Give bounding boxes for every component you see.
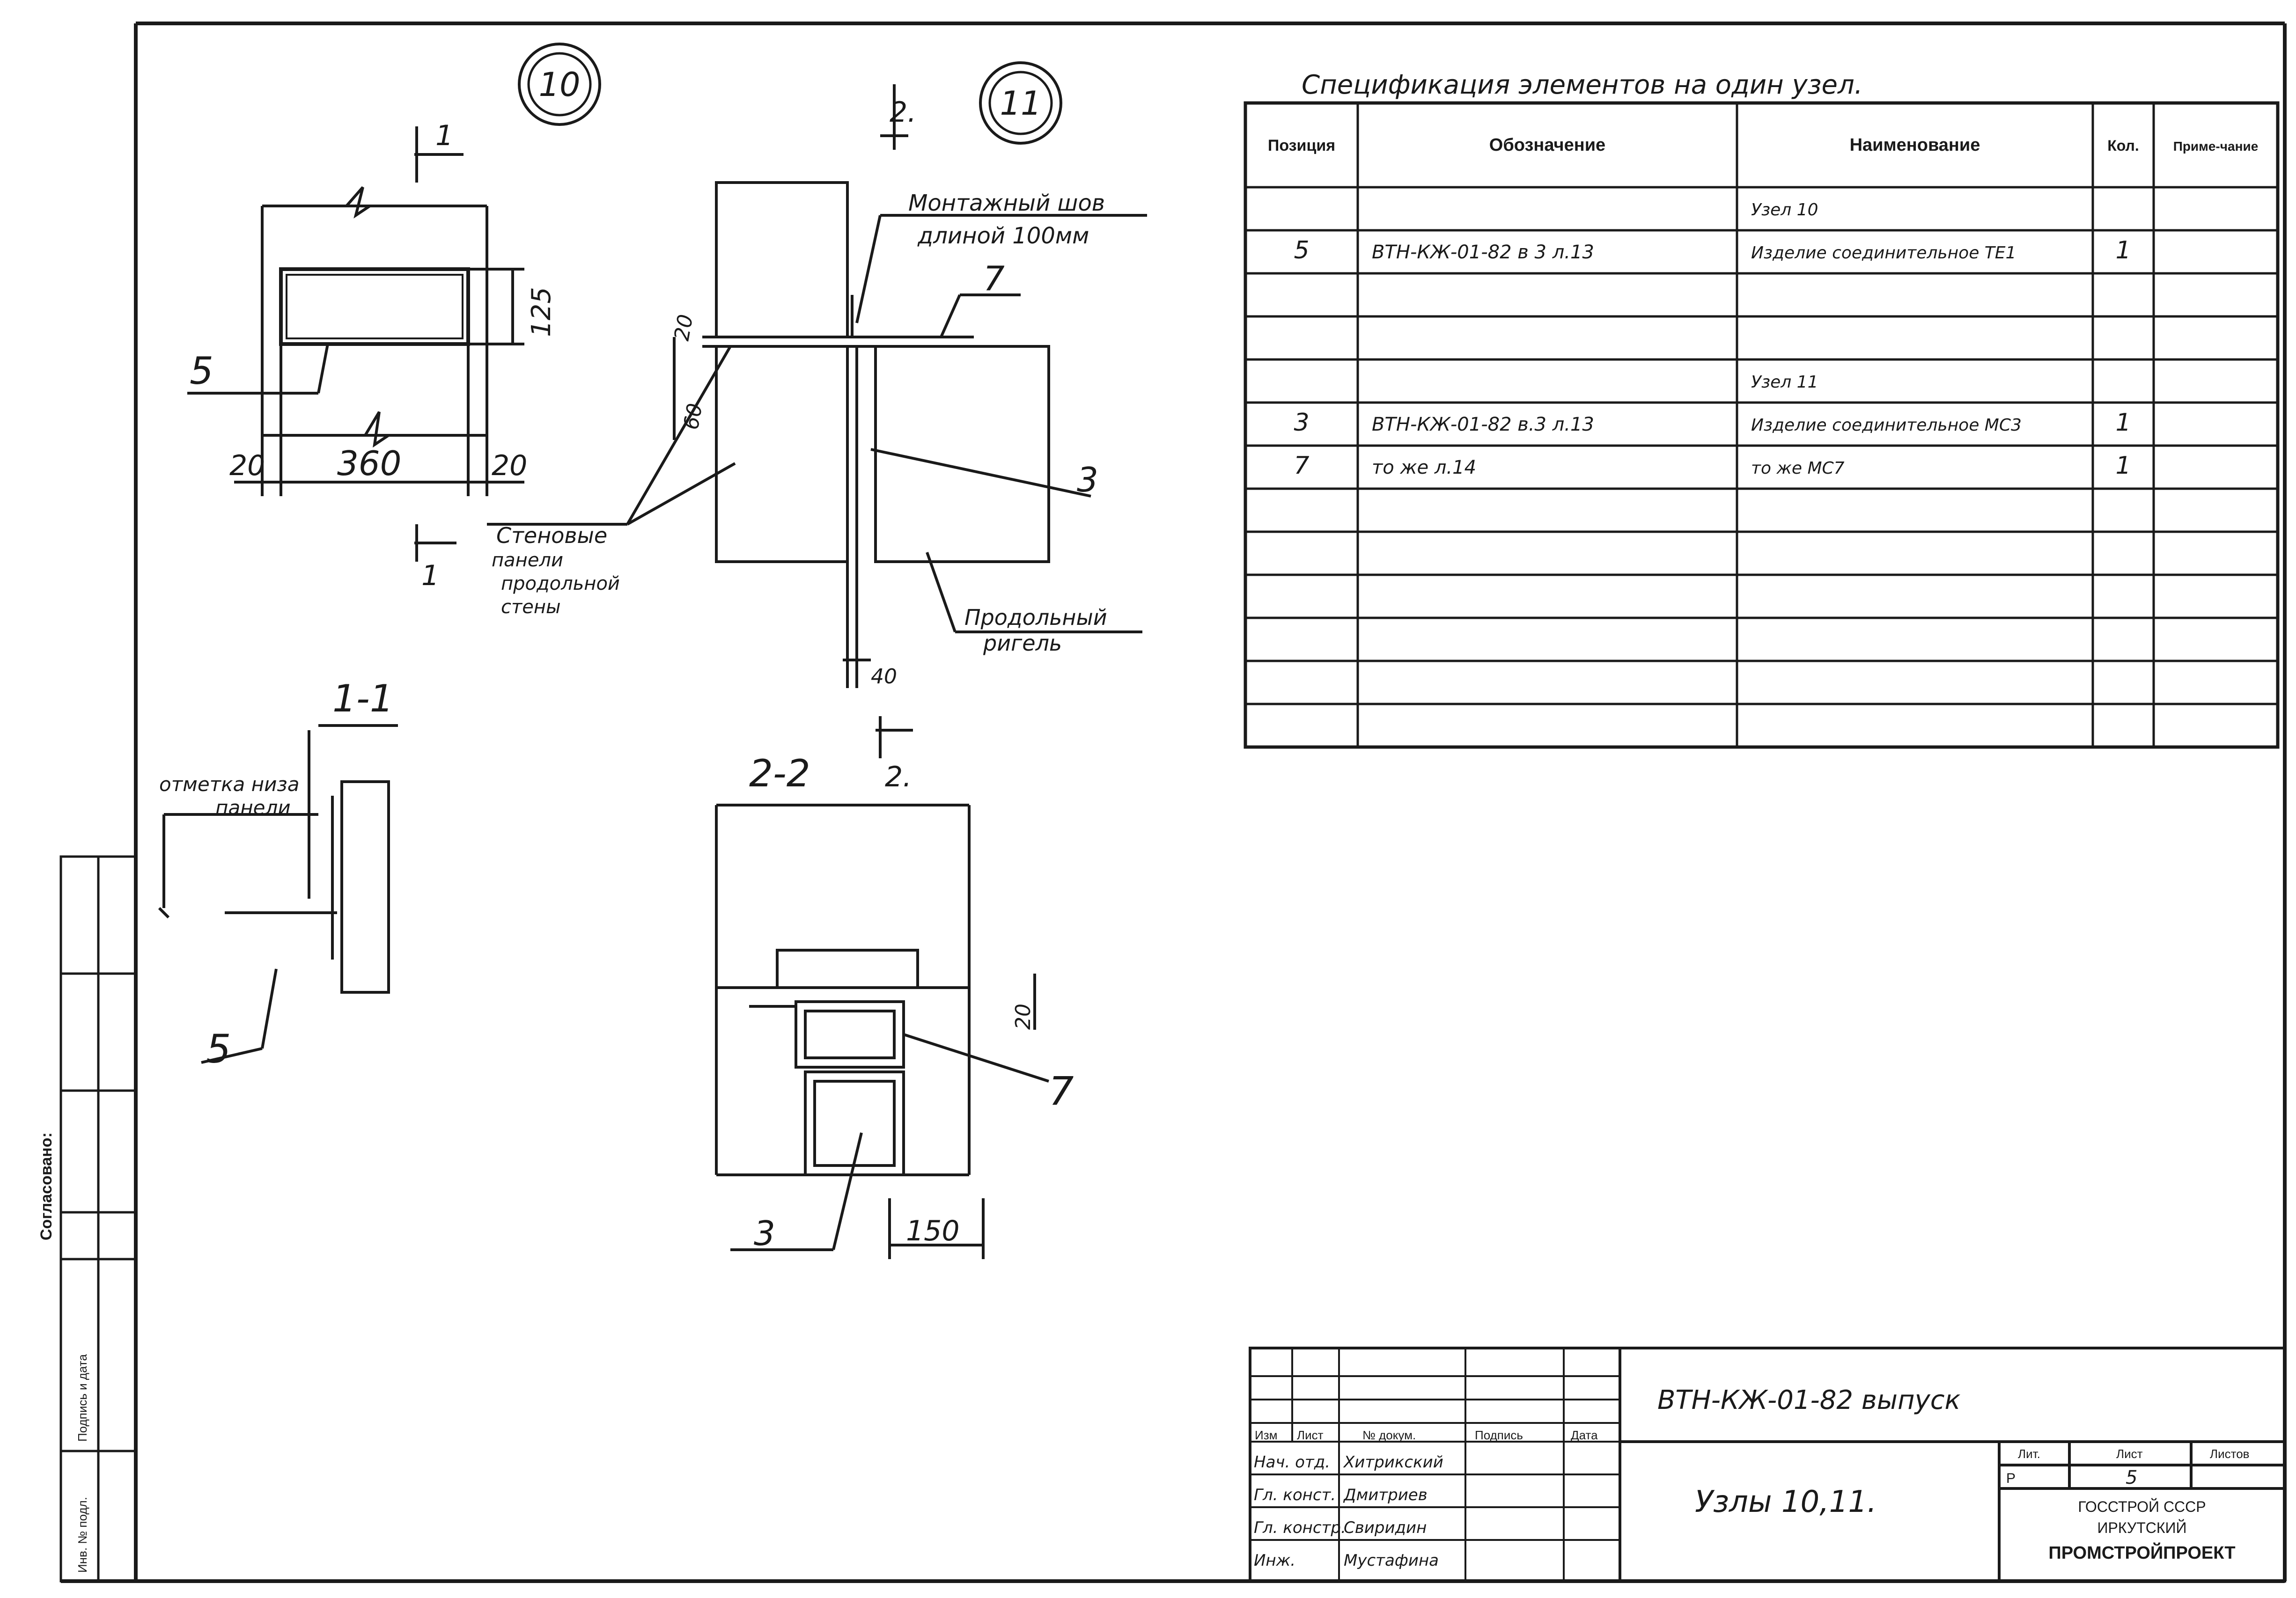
title-block: Изм Лист № докум. Подпись Дата Нач. отд.… xyxy=(1249,1347,2286,1583)
spec-cell-pos-6: 7 xyxy=(1294,452,1309,480)
spec-title: Спецификация элементов на один узел. xyxy=(1302,70,1863,100)
tb-header-sign: Подпись xyxy=(1475,1428,1523,1442)
node-marker-10: 10 xyxy=(518,43,601,126)
detail-11-pos-7: 7 xyxy=(983,259,1005,298)
spec-cell-pos-1: 5 xyxy=(1294,236,1309,264)
spec-cell-code-1: ВТН-КЖ-01-82 в 3 л.13 xyxy=(1372,242,1594,263)
detail-11-cut-top: 2. xyxy=(890,96,916,129)
spec-header-1: Обозначение xyxy=(1489,135,1605,155)
section-1-1-note-1: отметка низа xyxy=(159,773,299,796)
tb-org-2: ИРКУТСКИЙ xyxy=(2097,1519,2187,1536)
tb-staff-name-2: Свиридин xyxy=(1344,1518,1427,1537)
section-2-2-pos-3: 3 xyxy=(754,1214,775,1253)
section-1-1-pos-5: 5 xyxy=(206,1026,231,1072)
section-2-2-pos-7: 7 xyxy=(1049,1068,1074,1114)
tb-staff-name-1: Дмитриев xyxy=(1343,1486,1428,1504)
detail-11-dim-20: 20 xyxy=(670,313,698,343)
side-stamp-agreed: Согласовано: xyxy=(37,1132,55,1240)
spec-header-4: Приме-чание xyxy=(2173,139,2259,154)
spec-cell-name-0: Узел 10 xyxy=(1751,200,1818,220)
spec-cell-qty-1: 1 xyxy=(2115,236,2131,264)
tb-staff-role-0: Нач. отд. xyxy=(1254,1453,1330,1472)
node-number-10: 10 xyxy=(538,66,580,104)
tb-doc-code: ВТН-КЖ-01-82 выпуск xyxy=(1657,1385,1961,1415)
detail-10-cut-bottom: 1 xyxy=(421,559,439,592)
detail-11-wall-panels-4: стены xyxy=(501,596,561,618)
tb-sheet-value: 5 xyxy=(2126,1467,2137,1488)
side-stamp-sign: Подпись и дата xyxy=(75,1354,89,1442)
tb-lit-label: Лит. xyxy=(2018,1447,2040,1461)
section-2-2-title: 2-2 xyxy=(749,752,810,795)
detail-11-beam-1: Продольный xyxy=(964,605,1107,630)
tb-staff-role-2: Гл. констр. xyxy=(1254,1518,1346,1537)
detail-11-wall-panels-3: продольной xyxy=(501,573,620,594)
section-1-1-title: 1-1 xyxy=(332,677,394,720)
section-2-2: 2-2 7 3 20 150 xyxy=(715,752,1074,1259)
detail-11-pos-3: 3 xyxy=(1077,460,1098,499)
tb-org-3: ПРОМСТРОЙПРОЕКТ xyxy=(2048,1542,2235,1563)
spec-cell-name-4: Узел 11 xyxy=(1751,373,1818,392)
spec-cell-name-5: Изделие соединительное МС3 xyxy=(1751,416,2022,435)
node-number-11: 11 xyxy=(1000,84,1041,123)
tb-header-list: Лист xyxy=(1297,1428,1324,1442)
spec-cell-code-6: то же л.14 xyxy=(1372,457,1476,478)
detail-11-cut-bottom: 2. xyxy=(885,761,912,793)
node-marker-11: 11 xyxy=(979,61,1062,145)
tb-lit-value: Р xyxy=(2006,1471,2016,1486)
spec-cell-qty-6: 1 xyxy=(2115,452,2131,480)
detail-11-wall-panels-2: панели xyxy=(492,550,563,571)
side-stamp: Согласовано: Подпись и дата Инв. № подл. xyxy=(37,855,137,1583)
tb-staff-name-0: Хитрикский xyxy=(1343,1453,1443,1472)
detail-11-weld-note-1: Монтажный шов xyxy=(908,190,1105,216)
detail-11-dim-60: 60 xyxy=(679,402,707,432)
detail-10-cut-top: 1 xyxy=(435,119,453,152)
detail-10: 1 1 5 125 360 20 20 xyxy=(187,119,557,592)
detail-10-pos-5: 5 xyxy=(190,349,213,393)
section-1-1-note-2: панели xyxy=(215,796,291,819)
tb-sheet-title: Узлы 10,11. xyxy=(1695,1485,1877,1519)
side-stamp-inv: Инв. № подл. xyxy=(75,1497,89,1573)
spec-header-3: Кол. xyxy=(2107,137,2139,154)
tb-staff-name-3: Мустафина xyxy=(1344,1551,1439,1570)
detail-10-dim-125: 125 xyxy=(526,287,557,337)
detail-10-dim-20-right: 20 xyxy=(492,449,527,482)
tb-header-doc: № докум. xyxy=(1362,1428,1416,1442)
section-2-2-dim-20: 20 xyxy=(1011,1004,1035,1030)
title-block-staff: Нач. отд. Хитрикский Гл. конст. Дмитриев… xyxy=(1254,1453,1443,1570)
spec-header-0: Позиция xyxy=(1268,137,1335,154)
spec-cell-code-5: ВТН-КЖ-01-82 в.3 л.13 xyxy=(1372,414,1594,435)
detail-10-dim-360: 360 xyxy=(337,444,401,483)
spec-cell-name-6: то же МС7 xyxy=(1751,459,1845,478)
spec-table: Спецификация элементов на один узел. Поз… xyxy=(1244,70,2280,749)
tb-sheet-label: Лист xyxy=(2116,1447,2143,1461)
section-2-2-dim-150: 150 xyxy=(906,1215,960,1247)
tb-sheets-label: Листов xyxy=(2210,1447,2249,1461)
detail-11-dim-40: 40 xyxy=(871,665,897,689)
detail-10-dim-20-left: 20 xyxy=(229,449,265,482)
tb-org-1: ГОССТРОЙ СССР xyxy=(2078,1498,2206,1515)
section-1-1: 1-1 отметка низа панели 5 xyxy=(158,677,398,1072)
tb-header-izm: Изм xyxy=(1255,1428,1277,1442)
detail-11-wall-panels-1: Стеновые xyxy=(496,523,607,548)
title-block-col-headers: Изм Лист № докум. Подпись Дата xyxy=(1255,1428,1598,1442)
tb-staff-role-3: Инж. xyxy=(1254,1551,1295,1570)
tb-header-date: Дата xyxy=(1571,1428,1598,1442)
spec-cell-qty-5: 1 xyxy=(2115,409,2131,437)
tb-staff-role-1: Гл. конст. xyxy=(1254,1486,1336,1504)
detail-11-weld-note-2: длиной 100мм xyxy=(917,223,1089,249)
spec-cell-pos-5: 3 xyxy=(1294,409,1309,437)
spec-cell-name-1: Изделие соединительное ТЕ1 xyxy=(1751,243,2016,263)
spec-header-2: Наименование xyxy=(1850,135,1980,155)
detail-11: 2. 2. Монтажный шов длиной 100мм 7 3 60 … xyxy=(487,84,1147,793)
detail-11-beam-2: ригель xyxy=(983,630,1062,656)
